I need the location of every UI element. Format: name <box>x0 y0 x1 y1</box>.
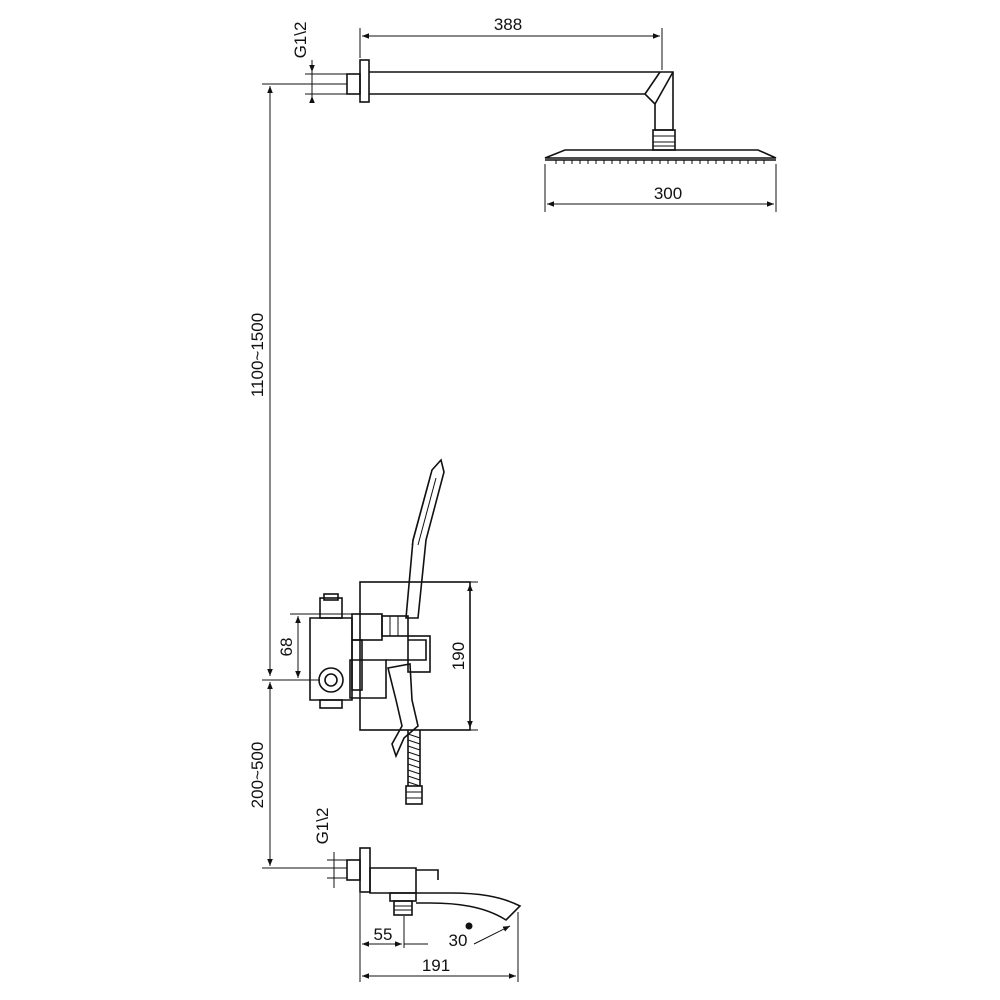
dim-spout-base-label: 55 <box>374 925 393 944</box>
dim-top-thread: G1\2 <box>291 22 347 103</box>
hose-coil <box>407 769 421 775</box>
hose-coil <box>407 733 421 739</box>
hose-coil <box>407 757 421 763</box>
dim-height-range-label: 1100~1500 <box>248 313 267 397</box>
dim-valve-offset-label: 68 <box>277 638 296 657</box>
dim-head-width: 300 <box>544 164 777 212</box>
dim-spout-thread: G1\2 <box>313 808 347 888</box>
hose-coil <box>407 763 421 769</box>
hose-coil <box>407 775 421 781</box>
dim-height-range: 1100~1500 <box>248 83 347 676</box>
dim-head-width-label: 300 <box>654 184 682 203</box>
dim-spout-angle: 30 <box>449 925 511 950</box>
hose-coil <box>407 751 421 757</box>
dim-top-thread-label: G1\2 <box>291 22 310 59</box>
dim-spout-height-label: 200~500 <box>248 742 267 809</box>
shower-hose <box>405 730 423 805</box>
dim-spout-angle-label: 30 <box>449 931 468 950</box>
dim-valve-height-label: 190 <box>449 642 468 670</box>
mixer-valve-body <box>309 581 471 759</box>
dim-valve-height: 190 <box>449 581 478 731</box>
dim-spout-length-label: 191 <box>422 956 450 975</box>
dim-valve-offset: 68 <box>262 613 352 681</box>
dim-spout-height: 200~500 <box>248 682 347 869</box>
dim-spout-base: 55 <box>359 893 428 982</box>
dim-spout-thread-label: G1\2 <box>313 808 332 845</box>
dim-arm-length-label: 388 <box>494 15 522 34</box>
hose-coil <box>407 739 421 745</box>
hand-shower <box>405 458 445 619</box>
shower-arm <box>346 59 676 151</box>
dim-spout-length: 191 <box>362 912 519 982</box>
bath-spout <box>346 847 522 930</box>
hose-coil <box>407 745 421 751</box>
dim-arm-length: 388 <box>359 15 663 70</box>
rain-shower-head <box>544 149 777 164</box>
